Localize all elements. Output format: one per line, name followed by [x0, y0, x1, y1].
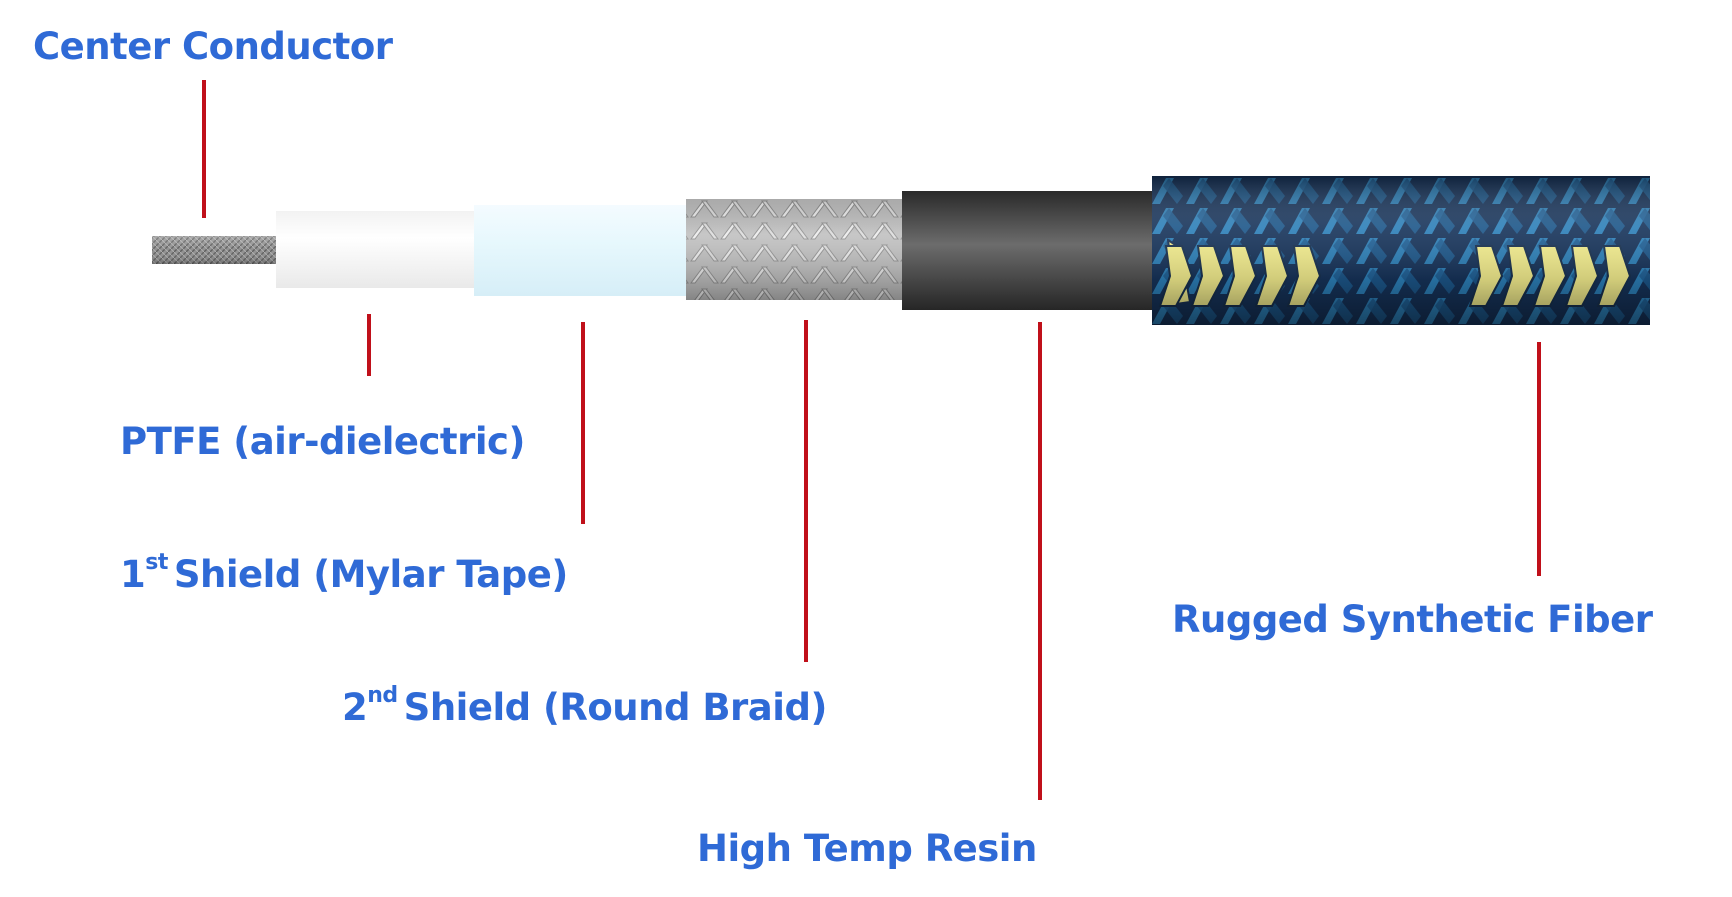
label-shield1-text: Shield (Mylar Tape) — [173, 553, 568, 596]
leader-center-conductor — [202, 80, 206, 218]
leader-ptfe — [367, 314, 371, 376]
leader-resin — [1038, 322, 1042, 800]
label-ptfe: PTFE (air-dielectric) — [120, 420, 525, 463]
label-shield2-ordinal: nd — [367, 683, 398, 708]
leader-shield2 — [804, 320, 808, 662]
ptfe-layer — [276, 211, 476, 288]
high-temp-resin-layer — [902, 191, 1154, 310]
label-center-conductor: Center Conductor — [33, 25, 393, 68]
label-synthetic-fiber: Rugged Synthetic Fiber — [1172, 598, 1653, 641]
label-shield1-number: 1 — [120, 553, 146, 596]
leader-shield1 — [581, 322, 585, 524]
label-shield2-text: Shield (Round Braid) — [403, 686, 828, 729]
mylar-tape-layer — [474, 205, 688, 296]
label-shield2-number: 2 — [342, 686, 368, 729]
round-braid-layer — [686, 199, 906, 300]
synthetic-fiber-layer — [1152, 176, 1650, 325]
leader-fiber — [1537, 342, 1541, 576]
cable-diagram — [152, 176, 1650, 325]
label-high-temp-resin: High Temp Resin — [697, 827, 1037, 870]
center-conductor-layer — [152, 236, 278, 264]
label-shield1-ordinal: st — [145, 550, 168, 575]
